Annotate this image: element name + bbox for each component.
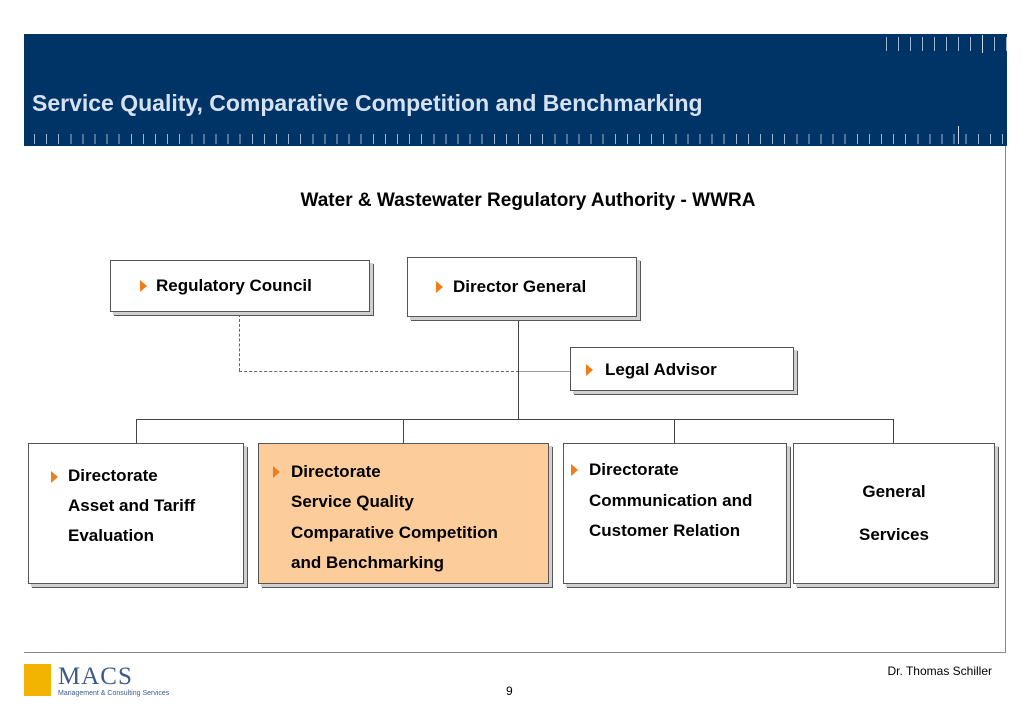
director-general-label: Director General [453, 277, 587, 296]
decorative-ticks-bottom [34, 126, 1006, 144]
connector-horizontal-bus [136, 419, 894, 420]
connector-drop-2 [403, 419, 404, 443]
directorate-comm-line-2: Communication and [589, 491, 753, 510]
directorate-asset-box: Directorate Asset and Tariff Evaluation [28, 443, 244, 584]
directorate-asset-line-2: Asset and Tariff [68, 496, 196, 515]
connector-drop-4 [893, 419, 894, 443]
connector-drop-1 [136, 419, 137, 443]
bullet-arrow-icon [571, 464, 578, 476]
directorate-asset-line-1: Directorate [68, 466, 158, 485]
directorate-service-quality-box: Directorate Service Quality Comparative … [258, 443, 549, 584]
directorate-service-line-1: Directorate [291, 462, 381, 481]
footer-divider [24, 652, 1006, 653]
page-number: 9 [506, 684, 513, 698]
general-services-line-2: Services [859, 525, 929, 544]
general-services-box: General Services [793, 443, 995, 584]
diagram-subtitle: Water & Wastewater Regulatory Authority … [300, 190, 756, 211]
dashed-connector-horizontal [239, 371, 519, 372]
macs-logo-square [24, 664, 51, 696]
dashed-connector-council [239, 314, 240, 371]
right-border-line [1005, 146, 1006, 653]
connector-drop-3 [674, 419, 675, 443]
bullet-arrow-icon [140, 280, 147, 292]
connector-director-vertical [518, 318, 519, 419]
bullet-arrow-icon [273, 466, 280, 478]
directorate-service-line-3: Comparative Competition [291, 523, 498, 542]
directorate-communication-box: Directorate Communication and Customer R… [563, 443, 787, 584]
macs-logo-subtitle: Management & Consulting Services [58, 690, 170, 697]
directorate-service-line-4: and Benchmarking [291, 553, 445, 572]
header-banner: Service Quality, Comparative Competition… [24, 34, 1016, 146]
connector-legal-advisor [519, 371, 571, 372]
decorative-ticks-top [886, 35, 1016, 53]
author-name: Dr. Thomas Schiller [887, 664, 992, 678]
legal-advisor-label: Legal Advisor [605, 360, 717, 379]
directorate-comm-line-1: Directorate [589, 460, 679, 479]
legal-advisor-box: Legal Advisor [570, 347, 794, 391]
macs-logo: MACS [58, 663, 133, 690]
general-services-line-1: General [862, 482, 926, 501]
directorate-comm-line-3: Customer Relation [589, 521, 741, 540]
regulatory-council-label: Regulatory Council [156, 276, 312, 295]
regulatory-council-box: Regulatory Council [110, 260, 370, 312]
directorate-service-line-2: Service Quality [291, 492, 414, 511]
bullet-arrow-icon [586, 364, 593, 376]
bullet-arrow-icon [436, 281, 443, 293]
director-general-box: Director General [407, 257, 637, 317]
bullet-arrow-icon [51, 471, 58, 483]
directorate-asset-line-3: Evaluation [68, 526, 154, 545]
page-title: Service Quality, Comparative Competition… [32, 90, 703, 116]
